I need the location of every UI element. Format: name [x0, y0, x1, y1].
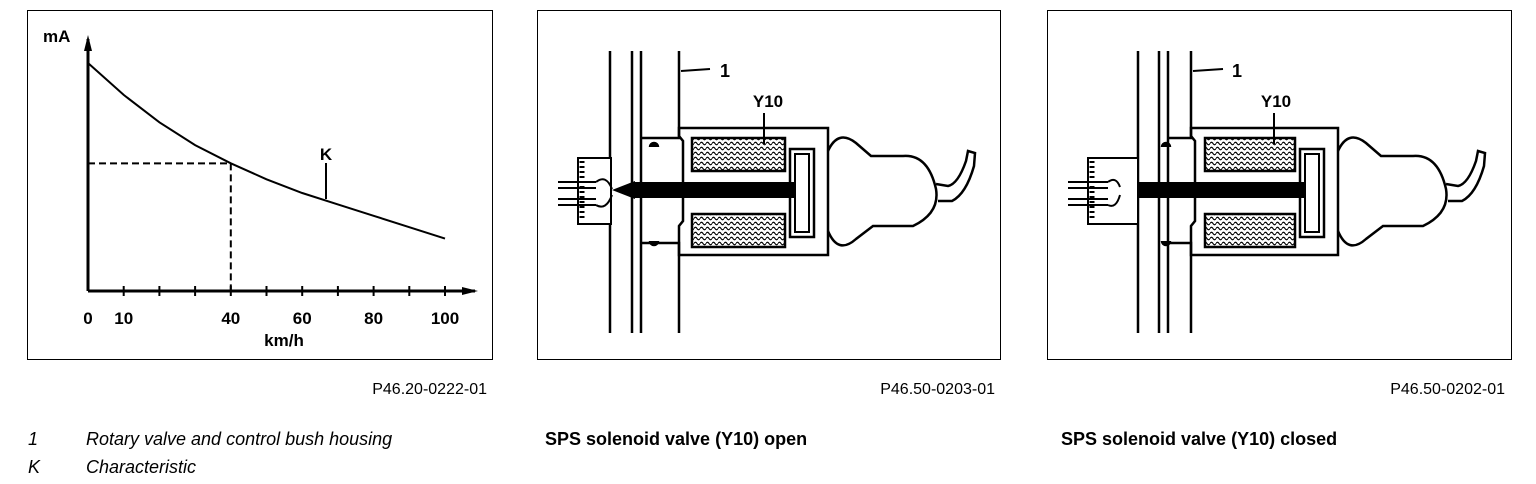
electrical-connector — [1336, 136, 1487, 247]
caption-solenoid-closed: SPS solenoid valve (Y10) closed — [1061, 428, 1338, 449]
nozzle-connector — [558, 157, 613, 225]
characteristic-chart: 0 10 40 60 80 100 mA km/h K — [43, 27, 478, 350]
legend: 1 Rotary valve and control bush housing … — [28, 425, 392, 481]
x-axis-label: km/h — [264, 331, 304, 350]
curve-label-k: K — [320, 145, 333, 164]
armature-plunger — [612, 147, 816, 239]
callout-1-label: 1 — [1232, 61, 1242, 81]
solenoid-valve-open-diagram: 1 Y10 — [558, 51, 977, 333]
callout-y10-label: Y10 — [1261, 92, 1291, 111]
reference-lines — [88, 162, 232, 291]
callout-y10-label: Y10 — [753, 92, 783, 111]
electrical-connector — [826, 136, 977, 247]
x-tick-label: 100 — [431, 309, 459, 328]
callout-1-label: 1 — [720, 61, 730, 81]
figure-code-chart: P46.20-0222-01 — [372, 381, 487, 398]
nozzle-connector — [1068, 157, 1139, 225]
caption-solenoid-open: SPS solenoid valve (Y10) open — [545, 428, 808, 449]
legend-key: K — [28, 456, 41, 477]
x-axis-arrow — [462, 287, 478, 295]
chart-tick-labels: 0 10 40 60 80 100 — [83, 309, 459, 328]
characteristic-curve — [87, 62, 446, 240]
callout-y10: Y10 — [1261, 92, 1291, 144]
coil-windings — [690, 136, 787, 249]
y-axis-arrow — [84, 35, 92, 51]
chart-axes — [84, 35, 478, 295]
y-axis-label: mA — [43, 27, 70, 46]
x-tick-label: 0 — [83, 309, 92, 328]
valve-body — [641, 126, 830, 257]
x-tick-label: 40 — [221, 309, 240, 328]
armature-plunger — [1120, 147, 1326, 239]
callout-1: 1 — [1192, 61, 1242, 81]
solenoid-open-panel: 1 Y10 — [537, 10, 1001, 360]
chart-series — [87, 62, 446, 240]
x-tick-label: 80 — [364, 309, 383, 328]
solenoid-closed-panel: 1 Y10 — [1047, 10, 1512, 360]
legend-text: Rotary valve and control bush housing — [86, 428, 393, 449]
legend-item: K Characteristic — [28, 453, 392, 481]
solenoid-valve-closed-diagram: 1 Y10 — [1068, 51, 1487, 333]
coil-windings — [1203, 136, 1297, 249]
characteristic-chart-panel: 0 10 40 60 80 100 mA km/h K — [27, 10, 493, 360]
valve-body — [1160, 126, 1340, 257]
legend-text: Characteristic — [86, 456, 197, 477]
legend-key: 1 — [28, 428, 39, 449]
callout-y10: Y10 — [753, 92, 783, 144]
callout-1: 1 — [680, 61, 730, 81]
x-tick-label: 60 — [293, 309, 312, 328]
x-tick-label: 10 — [114, 309, 133, 328]
legend-item: 1 Rotary valve and control bush housing — [28, 425, 392, 453]
figure-code-open: P46.50-0203-01 — [880, 381, 995, 398]
figure-code-closed: P46.50-0202-01 — [1390, 381, 1505, 398]
